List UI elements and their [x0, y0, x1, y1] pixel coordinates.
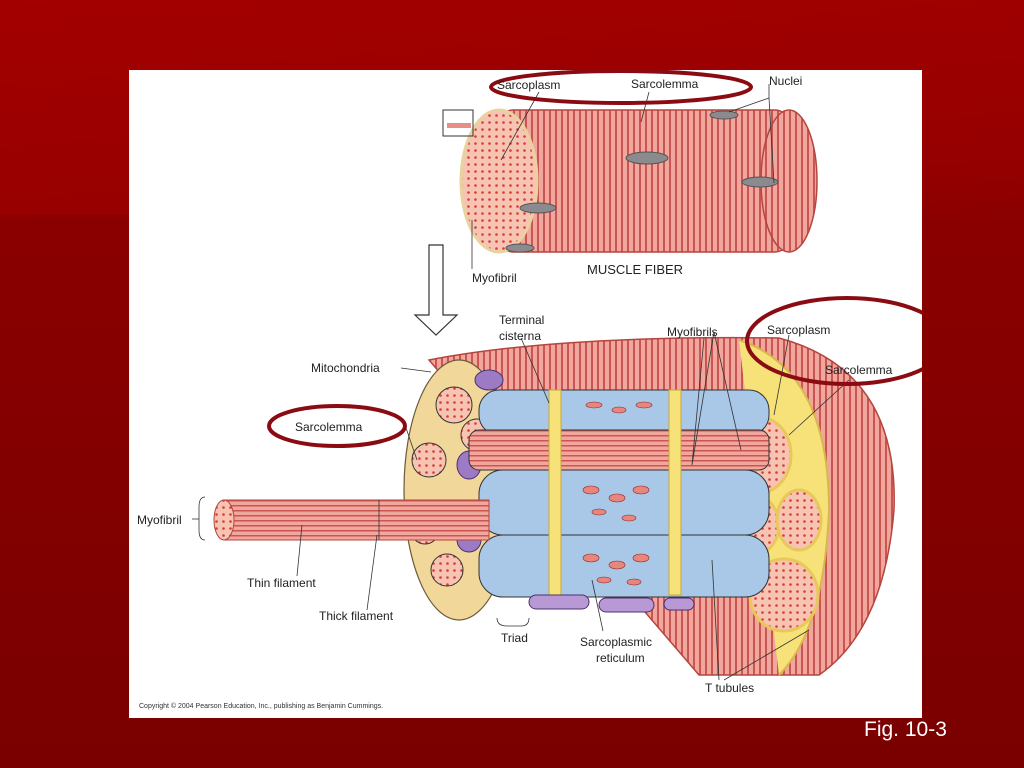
muscle-fiber-diagram: Sarcoplasm Sarcolemma Nuclei Myofibril M…	[137, 70, 922, 710]
label-terminal-cisterna-2: cisterna	[499, 329, 541, 343]
figure-reference: Fig. 10-3	[864, 718, 947, 741]
highlight-ovals	[267, 70, 922, 448]
label-triad: Triad	[501, 631, 528, 645]
muscle-fiber-cylinder	[459, 108, 818, 254]
label-muscle-fiber: MUSCLE FIBER	[587, 262, 683, 277]
highlight-right-oval	[745, 296, 922, 386]
label-mitochondria: Mitochondria	[311, 361, 380, 375]
bottom-mitochondria	[528, 594, 695, 613]
highlight-top-oval	[489, 70, 753, 105]
label-sarcoplasmic-reticulum-1: Sarcoplasmic	[580, 635, 652, 649]
label-sarcoplasm-top: Sarcoplasm	[497, 78, 560, 92]
label-sarcolemma-top: Sarcolemma	[631, 77, 699, 91]
label-sarcolemma-left: Sarcolemma	[295, 420, 363, 434]
label-myofibrils: Myofibrils	[667, 325, 718, 339]
zoom-arrow	[413, 244, 459, 336]
diagram-panel: Sarcoplasm Sarcolemma Nuclei Myofibril M…	[129, 70, 922, 718]
label-myofibril-bottom: Myofibril	[137, 513, 182, 527]
label-t-tubules: T tubules	[705, 681, 754, 695]
bottom-leader-lines	[192, 331, 850, 681]
label-terminal-cisterna-1: Terminal	[499, 313, 544, 327]
myofibril-inset-box	[442, 109, 474, 137]
protruding-myofibril	[213, 499, 490, 541]
label-sarcoplasmic-reticulum-2: reticulum	[596, 651, 645, 665]
label-sarcoplasm-right: Sarcoplasm	[767, 323, 830, 337]
label-thick-filament: Thick filament	[319, 609, 394, 623]
label-myofibril-top: Myofibril	[472, 271, 517, 285]
label-thin-filament: Thin filament	[247, 576, 316, 590]
sr-fenestrations	[582, 401, 653, 586]
highlight-left-oval	[267, 404, 407, 448]
top-leader-lines	[471, 84, 775, 269]
label-sarcolemma-right: Sarcolemma	[825, 363, 893, 377]
label-nuclei: Nuclei	[769, 74, 802, 88]
nucleus-shapes	[505, 110, 779, 253]
copyright-notice: Copyright © 2004 Pearson Education, Inc.…	[139, 702, 383, 710]
